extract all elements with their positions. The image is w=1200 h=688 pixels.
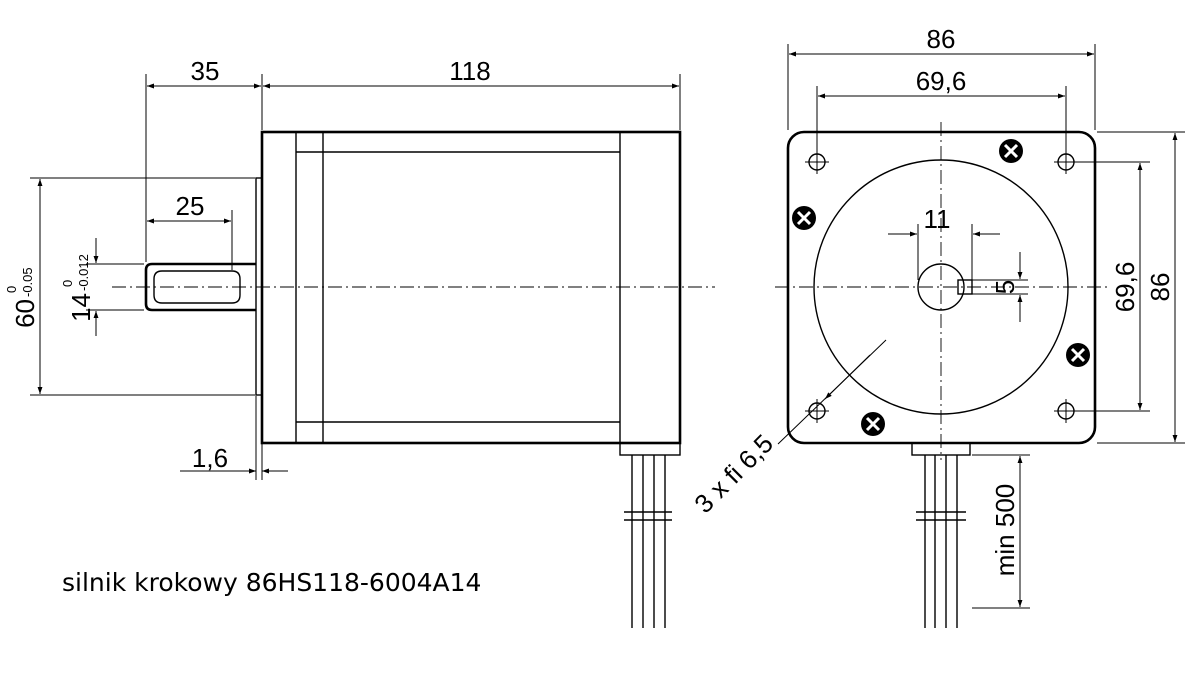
svg-text:0: 0 (4, 286, 19, 293)
side-view: 35 118 25 1,6 60 0 -0.05 14 0 -0.012 (4, 56, 715, 628)
svg-text:-0.05: -0.05 (20, 267, 35, 297)
svg-text:60: 60 (10, 299, 40, 328)
front-view: 86 69,6 69,6 86 11 5 3 x fi 6,5 (688, 24, 1185, 628)
svg-text:-0.012: -0.012 (76, 254, 91, 291)
dim-key-length: 25 (176, 191, 205, 221)
dim-lead-length: min 500 (990, 484, 1020, 577)
dim-body-length: 118 (449, 56, 490, 86)
dim-flange-width: 86 (927, 24, 956, 54)
dim-shaft-diameter: 14 0 -0.012 (60, 254, 96, 322)
dim-key-width: 11 (924, 204, 951, 234)
pilot-flange (255, 177, 263, 396)
mounting-hole (1054, 150, 1078, 174)
mounting-hole (1054, 399, 1078, 423)
motor-body-outline (260, 130, 682, 445)
square-flange (786, 130, 1097, 445)
mounting-hole (805, 399, 829, 423)
svg-text:14: 14 (66, 293, 96, 322)
dim-flange-height: 86 (1145, 273, 1175, 302)
svg-text:0: 0 (60, 280, 75, 287)
screw-head (792, 206, 816, 230)
dim-flange-thickness: 1,6 (192, 443, 228, 473)
shaft-key-slot (153, 270, 241, 304)
screw-head (1066, 343, 1090, 367)
dim-pilot-diameter: 60 0 -0.05 (4, 267, 40, 328)
dim-shaft-length: 35 (191, 56, 220, 86)
drawing-caption: silnik krokowy 86HS118-6004A14 (62, 568, 482, 597)
dim-hole-spacing-horizontal: 69,6 (916, 66, 967, 96)
mounting-hole (805, 150, 829, 174)
dim-hole-spacing-vertical: 69,6 (1110, 262, 1140, 313)
dim-mounting-holes: 3 x fi 6,5 (688, 428, 779, 519)
lead-wires-front (911, 442, 971, 628)
dim-key-depth: 5 (990, 280, 1020, 294)
screw-head (999, 139, 1023, 163)
lead-wires-side (619, 442, 681, 628)
screw-head (861, 412, 885, 436)
